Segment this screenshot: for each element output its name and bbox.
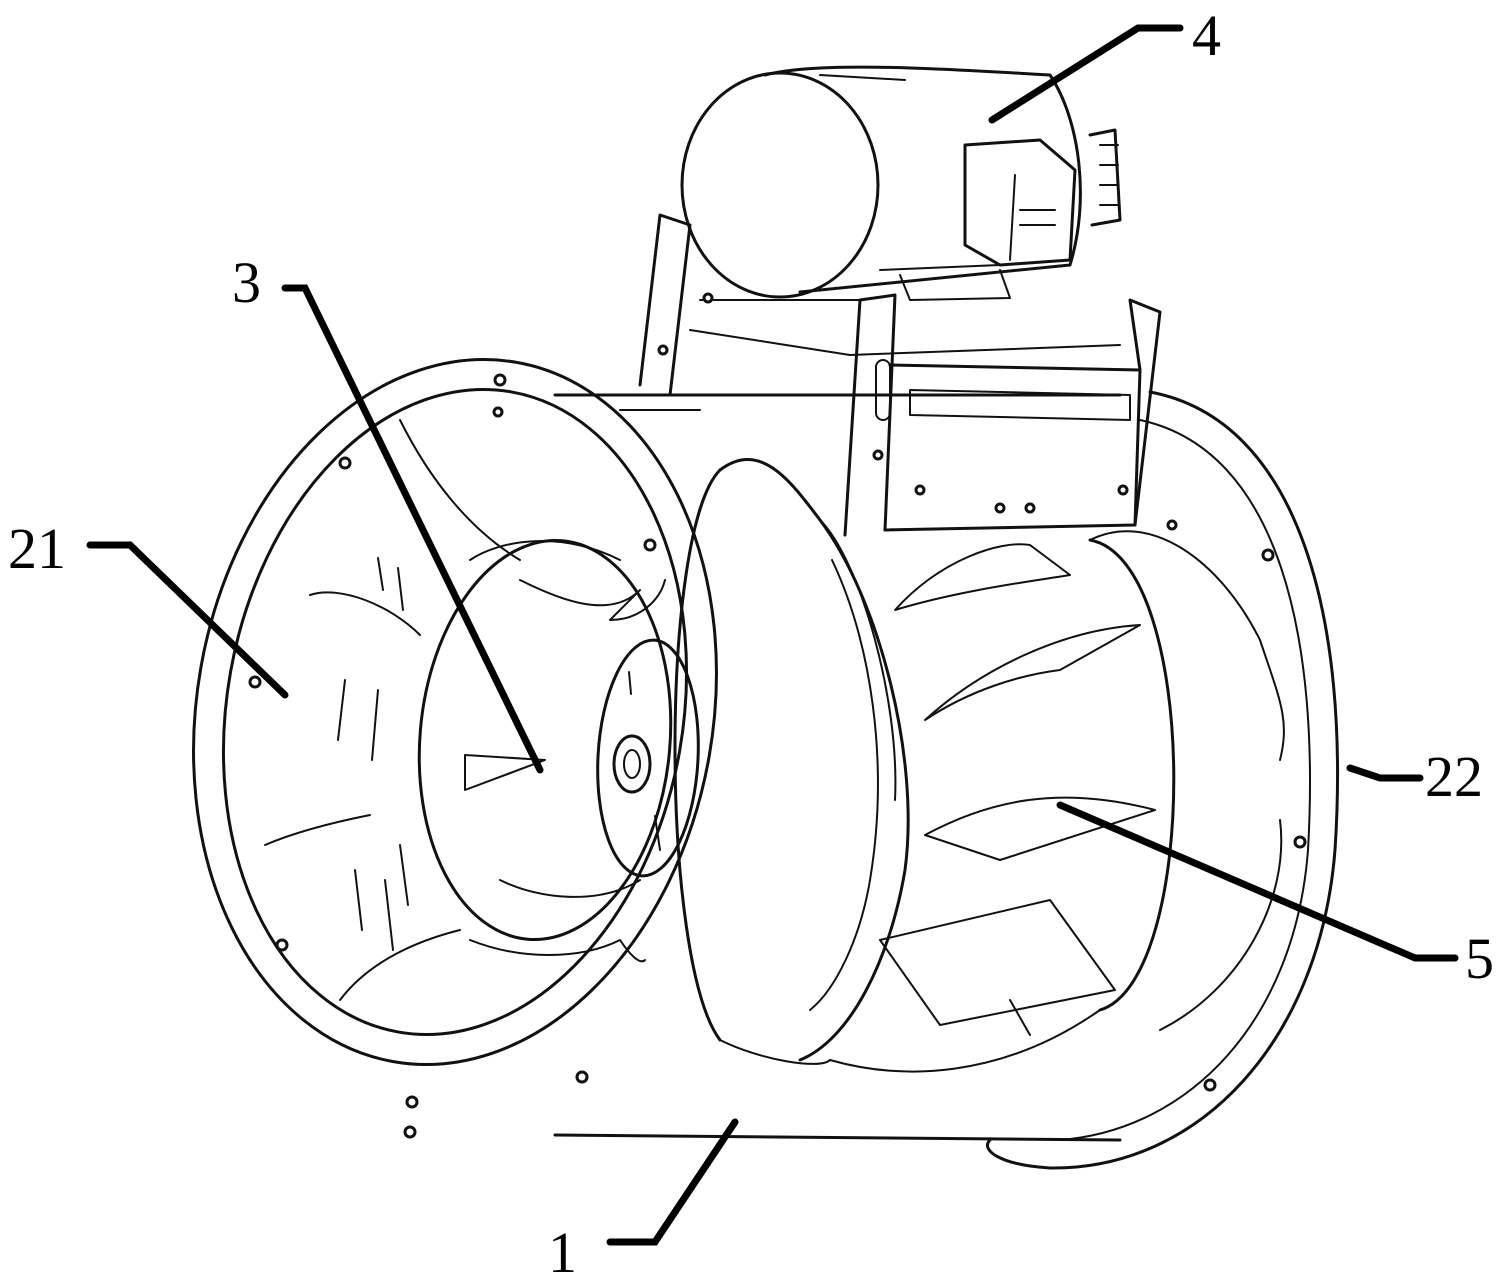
terminal-box (963, 138, 1077, 267)
reference-numerals: 21 3 4 22 5 1 (8, 3, 1494, 1285)
motor-bracket (638, 213, 1162, 537)
flange-bolt-hole (575, 1070, 589, 1084)
flange-bolt-hole (1293, 835, 1307, 849)
motor-end-cap (680, 71, 880, 299)
flange-bolt-hole (338, 456, 352, 470)
leader-line-1 (606, 1118, 739, 1246)
flange-bolt-hole (643, 538, 657, 552)
flange-bolt-hole (492, 406, 504, 418)
label-duct: 1 (548, 1220, 577, 1285)
flange-bolt-hole (403, 1125, 417, 1139)
hub-boss (612, 734, 652, 794)
inner-casing-cutaway (673, 458, 1285, 1073)
leader-line-3 (281, 284, 544, 774)
inlet-flange (192, 358, 718, 1139)
flange-bolt-hole (1261, 548, 1275, 562)
inlet-shading-lines (264, 419, 521, 1001)
label-outlet-flange: 22 (1425, 744, 1483, 809)
label-motor: 4 (1192, 3, 1221, 68)
leader-line-21 (86, 541, 289, 699)
motor (680, 65, 1122, 301)
outlet-flange (986, 390, 1340, 1170)
flange-bolt-hole (275, 938, 289, 952)
flange-bolt-hole (1166, 519, 1178, 531)
impeller (417, 538, 700, 963)
leader-line-22 (1346, 764, 1424, 782)
leader-lines (86, 24, 1459, 1246)
flange-bolt-hole (493, 373, 507, 387)
flange-bolt-hole (1203, 1078, 1217, 1092)
cable-gland (1088, 128, 1122, 227)
label-impeller: 3 (232, 250, 261, 315)
label-guide-vane: 5 (1465, 926, 1494, 991)
flange-bolt-hole (248, 675, 262, 689)
label-inlet-flange: 21 (8, 516, 66, 581)
leader-line-5 (1056, 801, 1459, 962)
leader-line-4 (988, 24, 1184, 124)
flange-bolt-hole (405, 1095, 419, 1109)
guide-vanes (879, 543, 1156, 1036)
duct-body (553, 393, 1122, 1142)
